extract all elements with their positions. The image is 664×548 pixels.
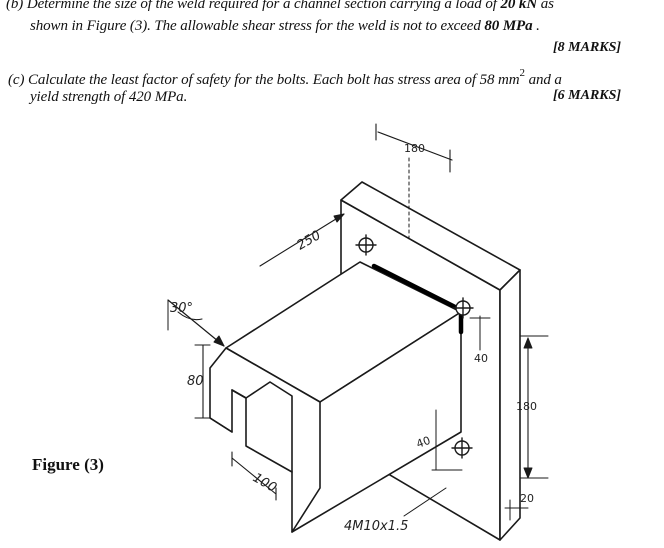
channel-inner-edge	[245, 381, 293, 473]
bolt-bottom-right	[451, 437, 473, 459]
question-b-line2-suffix: .	[532, 18, 540, 34]
question-b-line1-prefix: (b) Determine the size of the weld requi…	[6, 0, 501, 12]
question-c-area: 58 mm	[479, 72, 520, 88]
bolt-top-left	[355, 234, 377, 256]
question-b-load: 20 kN	[500, 0, 538, 12]
figure-caption: Figure (3)	[32, 455, 104, 474]
question-c-area-sup: 2	[519, 67, 526, 79]
dim-plate-edge: 20	[520, 492, 534, 505]
dim-bolt-edge-top: 40	[474, 352, 488, 365]
load-arrowhead	[213, 335, 225, 347]
dim-bolt-edge-bottom: 40	[415, 434, 433, 451]
bolt-spec-label: 4M10x1.5	[344, 519, 408, 534]
wall-plate-side	[499, 269, 521, 541]
dim-angle: 30°	[170, 301, 193, 316]
question-b-line2-prefix: shown in Figure (3). The allowable shear…	[30, 18, 485, 34]
question-b-line1: (b) Determine the size of the weld requi…	[6, 0, 554, 13]
load-line	[167, 299, 225, 347]
channel-end-face	[209, 347, 321, 533]
bolt-top-right	[452, 297, 474, 319]
question-b-line2: shown in Figure (3). The allowable shear…	[30, 17, 540, 35]
question-b-line1-suffix: as	[537, 0, 554, 12]
dim-channel-height: 80	[187, 374, 204, 389]
question-c-marks: [6 MARKS]	[553, 88, 622, 103]
angle-arc	[177, 311, 203, 321]
question-c-line1-prefix: (c) Calculate the least factor of safety…	[8, 72, 480, 88]
question-b-marks: [8 MARKS]	[553, 40, 622, 55]
dim-top-width: 180	[404, 142, 425, 155]
question-c-line1-suffix: and a	[524, 72, 562, 88]
question-c-line1: (c) Calculate the least factor of safety…	[8, 64, 562, 89]
question-c-line2: yield strength of 420 MPa.	[30, 89, 188, 105]
dim-bolt-spacing: 180	[516, 400, 537, 413]
dim-channel-width: 100	[250, 470, 279, 495]
dim-arm-length: 250	[295, 228, 324, 253]
question-b-stress: 80 MPa	[484, 18, 533, 34]
